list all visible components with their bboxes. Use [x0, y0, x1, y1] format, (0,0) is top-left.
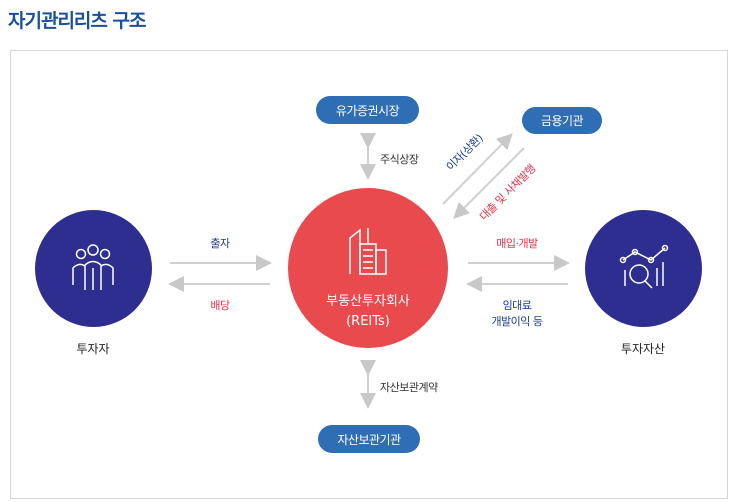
- arrow-interest: [442, 133, 513, 205]
- diagram-frame: [10, 50, 728, 499]
- reits-text: 부동산투자회사 (REITs): [288, 292, 448, 332]
- reits-name: 부동산투자회사: [326, 294, 410, 309]
- investor-circle: [35, 210, 152, 327]
- reits-abbr: (REITs): [346, 314, 390, 329]
- custody-contract-label: 자산보관계약: [380, 381, 438, 394]
- analytics-icon: [619, 244, 669, 289]
- listing-label: 주식상장: [380, 153, 419, 166]
- investment-label: 출자: [210, 237, 230, 250]
- dev-profit-label: 개발이익 등: [491, 315, 543, 328]
- people-icon: [72, 244, 114, 290]
- page-title: 자기관리리츠 구조: [8, 10, 146, 32]
- purchase-label: 매입·개발: [496, 237, 538, 250]
- rent-label: 임대료: [502, 299, 532, 312]
- custodian-pill: 자산보관기관: [318, 425, 420, 453]
- stock-market-pill: 유가증권시장: [316, 96, 419, 124]
- dividend-label: 배당: [210, 299, 230, 312]
- asset-label: 투자자산: [620, 342, 666, 356]
- asset-circle: [585, 210, 702, 327]
- rent-label-group: 임대료 개발이익 등: [477, 298, 557, 330]
- arrow-loan: [453, 147, 525, 219]
- financial-institution-pill: 금용기관: [522, 107, 602, 134]
- reits-circle: 부동산투자회사 (REITs): [288, 188, 448, 348]
- building-icon: [349, 228, 387, 275]
- investor-label: 투자자: [76, 342, 110, 356]
